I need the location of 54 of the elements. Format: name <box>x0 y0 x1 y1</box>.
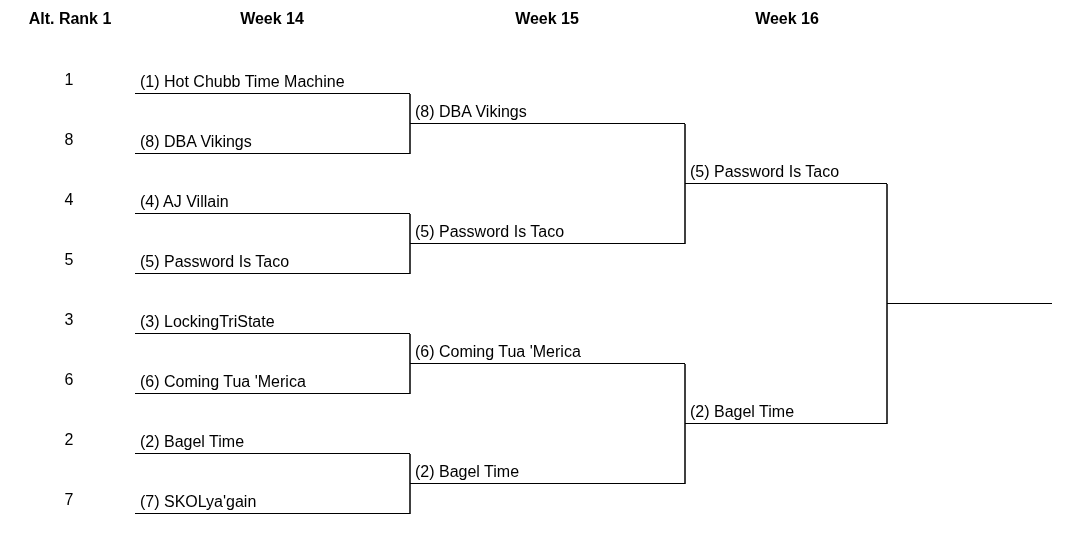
bracket-connector <box>409 333 411 365</box>
team-name: (6) Coming Tua 'Merica <box>140 373 306 391</box>
bracket-slot <box>135 312 410 334</box>
team-name: (5) Password Is Taco <box>140 253 290 271</box>
bracket-slot <box>685 402 887 424</box>
column-header: Alt. Rank 1 <box>28 10 112 28</box>
bracket-connector <box>409 483 411 515</box>
rank-number: 5 <box>64 251 74 269</box>
team-name: (6) Coming Tua 'Merica <box>415 343 581 361</box>
bracket-slot <box>135 72 410 94</box>
team-name: (7) SKOLya'gain <box>140 493 257 511</box>
team-name: (8) DBA Vikings <box>140 133 252 151</box>
rank-number: 6 <box>64 371 74 389</box>
team-name: (5) Password Is Taco <box>415 223 565 241</box>
bracket-connector <box>886 183 888 305</box>
bracket-slot <box>135 492 410 514</box>
bracket-connector <box>684 183 686 245</box>
column-header: Week 16 <box>755 10 819 28</box>
bracket-connector <box>684 123 686 185</box>
rank-number: 8 <box>64 131 74 149</box>
team-name: (8) DBA Vikings <box>415 103 527 121</box>
rank-number: 4 <box>64 191 74 209</box>
column-header: Week 15 <box>515 10 579 28</box>
column-header: Week 14 <box>240 10 304 28</box>
bracket-connector <box>684 423 686 485</box>
bracket-slot <box>410 102 685 124</box>
bracket-connector <box>409 363 411 395</box>
bracket-connector <box>409 123 411 155</box>
rank-number: 7 <box>64 491 74 509</box>
bracket-connector <box>409 243 411 275</box>
bracket-connector <box>684 363 686 425</box>
bracket-slot <box>410 222 685 244</box>
team-name: (3) LockingTriState <box>140 313 275 331</box>
bracket-connector <box>409 93 411 125</box>
team-name: (2) Bagel Time <box>415 463 520 481</box>
team-name: (4) AJ Villain <box>140 193 229 211</box>
rank-number: 1 <box>64 71 74 89</box>
bracket-slot <box>135 192 410 214</box>
team-name: (2) Bagel Time <box>140 433 245 451</box>
bracket-slot <box>410 462 685 484</box>
bracket-slot <box>685 162 887 184</box>
bracket-connector <box>886 303 888 425</box>
bracket-connector <box>409 453 411 485</box>
team-name: (5) Password Is Taco <box>690 163 840 181</box>
bracket-slot <box>135 252 410 274</box>
rank-number: 2 <box>64 431 74 449</box>
bracket-slot <box>410 342 685 364</box>
team-name: (1) Hot Chubb Time Machine <box>140 73 345 91</box>
rank-number: 3 <box>64 311 74 329</box>
bracket-slot <box>135 132 410 154</box>
team-name: (2) Bagel Time <box>690 403 795 421</box>
bracket-connector <box>409 213 411 245</box>
bracket-slot <box>135 372 410 394</box>
bracket-slot <box>135 432 410 454</box>
